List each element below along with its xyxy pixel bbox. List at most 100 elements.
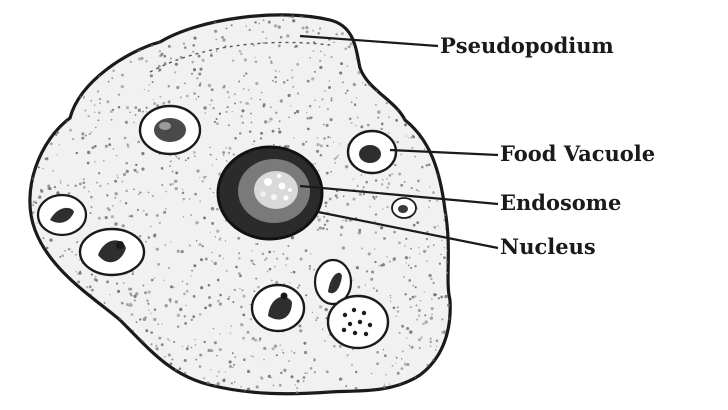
stipple-dot xyxy=(20,329,22,331)
stipple-dot xyxy=(41,340,44,343)
stipple-dot xyxy=(47,187,50,190)
stipple-dot xyxy=(38,103,41,106)
stipple-dot xyxy=(420,336,422,338)
stipple-dot xyxy=(222,38,225,41)
stipple-dot xyxy=(426,164,429,167)
stipple-dot xyxy=(447,59,449,61)
stipple-dot xyxy=(203,216,206,219)
stipple-dot xyxy=(255,243,257,245)
stipple-dot xyxy=(255,278,257,280)
stipple-dot xyxy=(239,288,240,289)
stipple-dot xyxy=(135,114,137,116)
stipple-dot xyxy=(377,110,380,113)
stipple-dot xyxy=(170,398,173,401)
stipple-dot xyxy=(451,63,454,66)
stipple-dot xyxy=(212,252,214,254)
stipple-dot xyxy=(449,189,452,192)
stipple-dot xyxy=(89,133,91,135)
stipple-dot xyxy=(293,352,295,354)
food-vacuole-bottom-center xyxy=(252,285,304,331)
stipple-dot xyxy=(260,137,262,139)
stipple-dot xyxy=(193,264,196,267)
stipple-dot xyxy=(170,183,172,185)
stipple-dot xyxy=(214,30,217,33)
stipple-dot xyxy=(139,318,141,320)
stipple-dot xyxy=(307,117,309,119)
stipple-dot xyxy=(185,159,187,161)
stipple-dot xyxy=(72,284,73,285)
stipple-dot xyxy=(410,306,412,308)
stipple-dot xyxy=(313,41,315,43)
stipple-dot xyxy=(182,189,183,190)
stipple-dot xyxy=(427,121,429,123)
stipple-dot xyxy=(458,213,460,215)
stipple-dot xyxy=(251,250,252,251)
stipple-dot xyxy=(398,173,401,176)
stipple-dot xyxy=(377,117,379,119)
stipple-dot xyxy=(102,59,105,62)
stipple-dot xyxy=(54,56,56,58)
stipple-dot xyxy=(30,338,32,340)
stipple-dot xyxy=(351,364,353,366)
stipple-dot xyxy=(454,210,457,213)
stipple-dot xyxy=(414,265,416,267)
stipple-dot xyxy=(211,261,213,263)
stipple-dot xyxy=(166,394,169,397)
stipple-dot xyxy=(98,217,101,220)
stipple-dot xyxy=(45,10,47,12)
stipple-dot xyxy=(167,13,169,15)
stipple-dot xyxy=(441,122,443,124)
stipple-dot xyxy=(225,147,226,148)
stipple-dot xyxy=(421,166,424,169)
stipple-dot xyxy=(193,68,196,71)
stipple-dot xyxy=(68,23,70,25)
stipple-dot xyxy=(56,131,59,134)
stipple-dot xyxy=(180,97,182,99)
stipple-dot xyxy=(87,151,90,154)
stipple-dot xyxy=(80,398,81,399)
stipple-dot xyxy=(389,174,391,176)
stipple-dot xyxy=(428,207,430,209)
stipple-dot xyxy=(162,323,163,324)
stipple-dot xyxy=(259,340,261,342)
stipple-dot xyxy=(228,124,230,126)
stipple-dot xyxy=(213,107,215,109)
stipple-dot xyxy=(61,108,63,110)
stipple-dot xyxy=(265,257,267,259)
stipple-dot xyxy=(84,367,87,370)
stipple-dot xyxy=(249,29,251,31)
stipple-dot xyxy=(193,21,195,23)
stipple-dot xyxy=(76,364,78,366)
stipple-dot xyxy=(368,84,370,86)
stipple-dot xyxy=(205,393,206,394)
stipple-dot xyxy=(45,378,46,379)
stipple-dot xyxy=(31,360,34,363)
stipple-dot xyxy=(79,327,81,329)
stipple-dot xyxy=(373,198,375,200)
stipple-dot xyxy=(431,307,434,310)
stipple-dot xyxy=(126,170,129,173)
stipple-dot xyxy=(440,375,443,378)
stipple-dot xyxy=(174,180,177,183)
stipple-dot xyxy=(412,136,415,139)
stipple-dot xyxy=(286,257,289,260)
stipple-dot xyxy=(196,77,198,79)
stipple-dot xyxy=(285,264,286,265)
stipple-dot xyxy=(221,36,224,39)
stipple-dot xyxy=(100,38,102,40)
stipple-dot xyxy=(248,89,250,91)
stipple-dot xyxy=(170,12,173,15)
stipple-dot xyxy=(147,236,150,239)
stipple-dot xyxy=(449,374,451,376)
stipple-dot xyxy=(364,62,367,65)
stipple-dot xyxy=(146,107,148,109)
stipple-dot xyxy=(424,128,427,131)
stipple-dot xyxy=(73,73,75,75)
stipple-dot xyxy=(49,128,52,131)
label-nucleus: Nucleus xyxy=(500,234,596,259)
stipple-dot xyxy=(193,92,195,94)
stipple-dot xyxy=(252,263,254,265)
stipple-dot xyxy=(326,124,329,127)
stipple-dot xyxy=(317,218,320,221)
stipple-dot xyxy=(157,375,159,377)
